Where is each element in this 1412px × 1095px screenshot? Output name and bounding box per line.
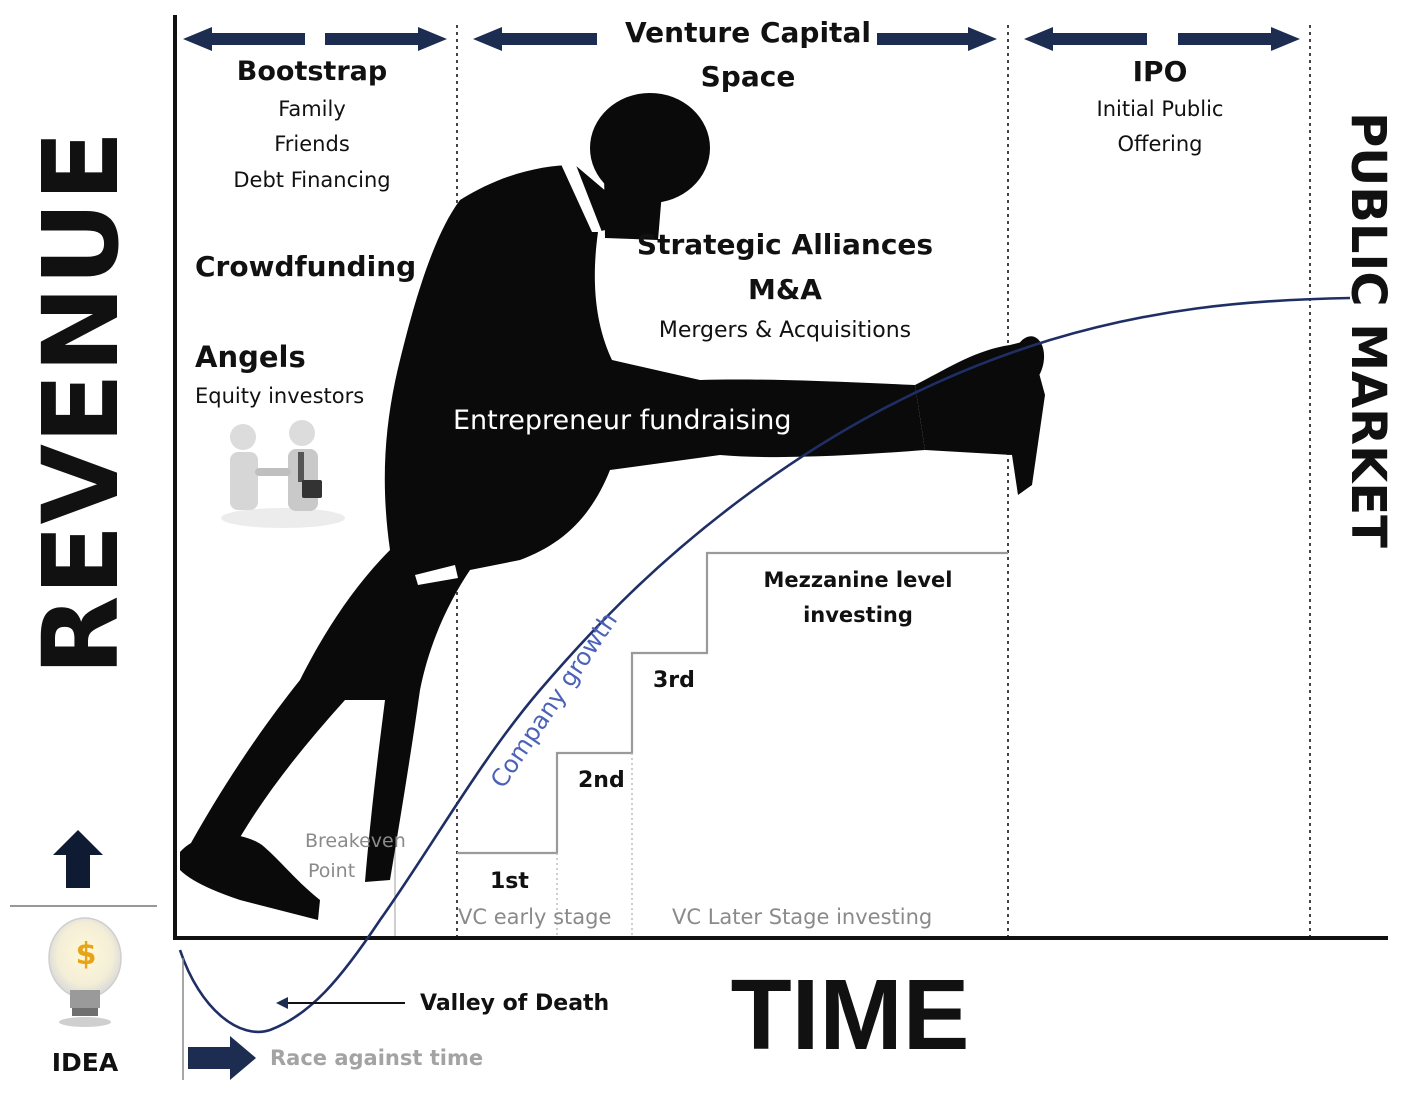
company-growth-curve xyxy=(178,296,1351,1034)
crowdfunding-label: Crowdfunding xyxy=(195,250,417,283)
stage-label-3rd: 3rd xyxy=(653,668,695,693)
arrow-left-vc xyxy=(473,27,597,51)
ipo-line2: Offering xyxy=(1117,132,1203,156)
bootstrap-title: Bootstrap xyxy=(236,56,388,87)
breakeven-label-line2: Point xyxy=(308,860,356,882)
revenue-up-arrow xyxy=(53,830,103,888)
valley-of-death-label: Valley of Death xyxy=(420,991,610,1016)
race-against-time-label: Race against time xyxy=(270,1046,484,1070)
vc-early-label: VC early stage xyxy=(458,905,612,929)
shirt-collar xyxy=(560,160,602,232)
phase-arrows xyxy=(183,27,1300,51)
public-market-label: PUBLIC MARKET xyxy=(1340,112,1396,548)
arrow-left-bootstrap xyxy=(183,27,305,51)
mezzanine-label-line2: investing xyxy=(803,603,913,627)
angels-title: Angels xyxy=(195,340,306,374)
arrow-right-vc xyxy=(877,27,997,51)
mezzanine-label-line1: Mezzanine level xyxy=(763,568,953,592)
alliances-title: Strategic Alliances xyxy=(636,228,934,261)
x-axis-label: TIME xyxy=(730,959,970,1071)
breakeven-label-line1: Breakeven xyxy=(305,830,406,852)
alliances-subtitle: M&A xyxy=(748,273,822,306)
bootstrap-line-debt: Debt Financing xyxy=(233,168,391,192)
race-arrow xyxy=(188,1036,256,1080)
entrepreneur-label: Entrepreneur fundraising xyxy=(453,405,792,436)
ipo-line1: Initial Public xyxy=(1096,97,1224,121)
bootstrap-line-family: Family xyxy=(278,97,346,121)
arrow-right-bootstrap xyxy=(325,27,447,51)
ipo-title: IPO xyxy=(1132,55,1188,88)
vc-space-line1: Venture Capital xyxy=(625,16,871,49)
handshake-icon xyxy=(221,420,345,528)
dollar-sign: $ xyxy=(75,937,97,972)
shirt-cuff xyxy=(415,565,458,585)
entrepreneur-silhouette xyxy=(180,93,1045,920)
lightbulb-icon xyxy=(48,917,122,1027)
vc-later-label: VC Later Stage investing xyxy=(672,905,933,929)
funding-staircase xyxy=(457,551,1008,855)
arrow-right-ipo xyxy=(1178,27,1300,51)
idea-label: IDEA xyxy=(51,1048,119,1077)
y-axis-label: REVENUE xyxy=(20,130,142,676)
alliances-detail: Mergers & Acquisitions xyxy=(658,318,912,343)
stage-label-2nd: 2nd xyxy=(578,768,625,793)
stage-label-1st: 1st xyxy=(490,869,529,894)
vc-space-line2: Space xyxy=(700,60,796,93)
bootstrap-line-friends: Friends xyxy=(274,132,350,156)
angels-subtitle: Equity investors xyxy=(195,384,365,408)
arrow-left-ipo xyxy=(1024,27,1147,51)
